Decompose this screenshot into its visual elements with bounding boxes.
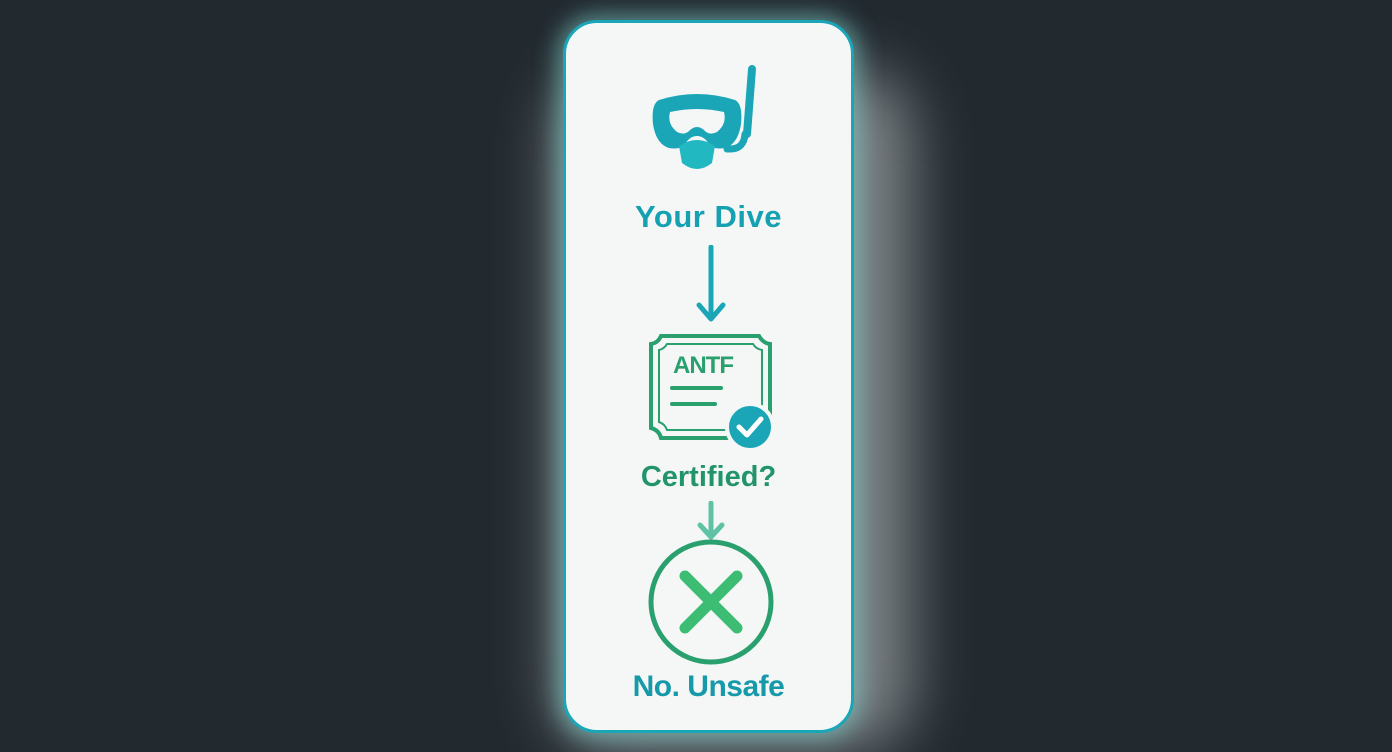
x-circle-icon [648, 539, 774, 665]
step-label-your-dive: Your Dive [635, 199, 782, 234]
step-label-no-unsafe: No. Unsafe [632, 670, 785, 703]
certificate-check-icon: ANTF [649, 334, 775, 452]
flow-arrow-down [697, 501, 725, 540]
step-label-certified: Certified? [640, 461, 777, 493]
flow-arrow-down [696, 245, 726, 322]
certificate-text: ANTF [673, 352, 733, 379]
dive-mask-snorkel-icon [652, 65, 756, 169]
dive-safety-flow-card: Your Dive ANTF Certified? No. Unsafe [563, 20, 854, 733]
